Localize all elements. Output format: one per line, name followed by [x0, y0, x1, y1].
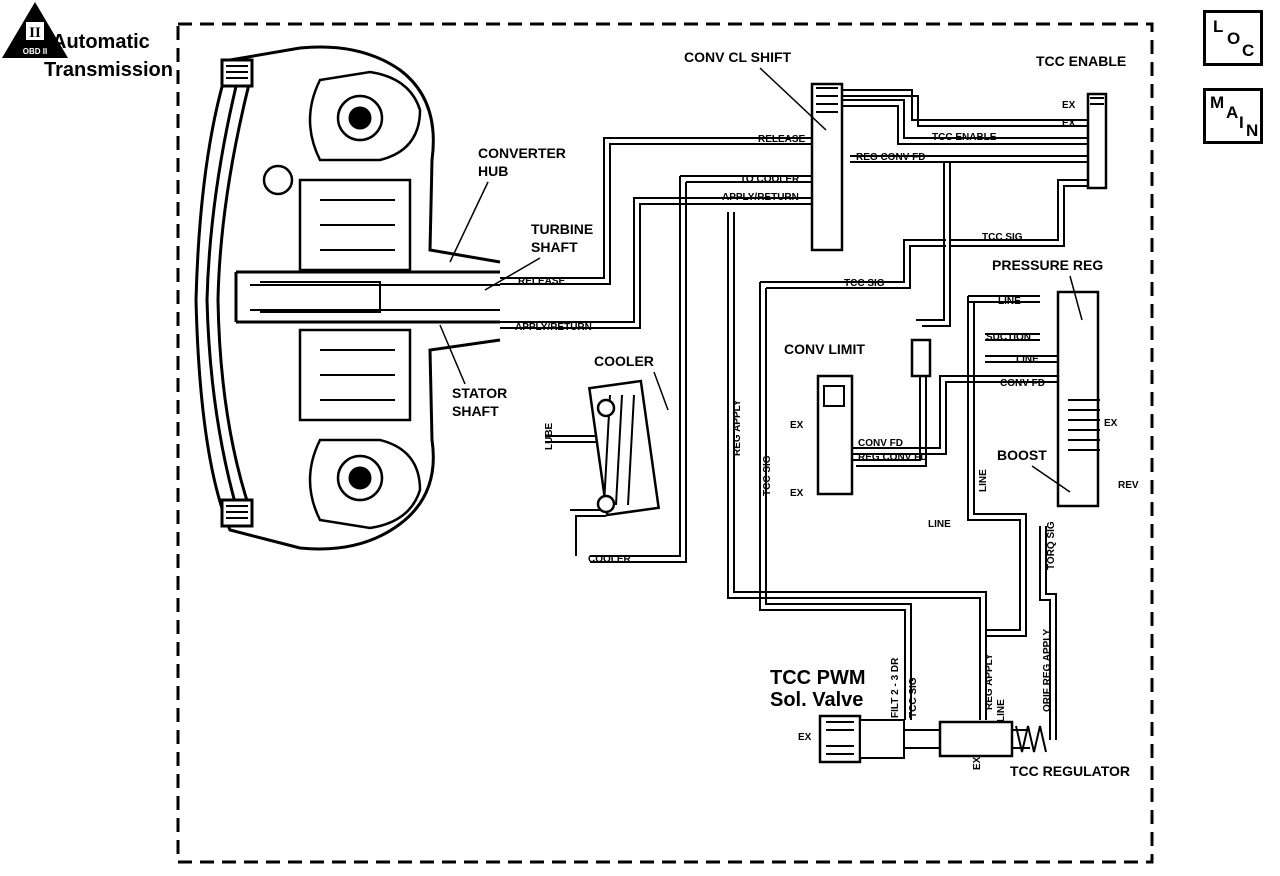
obd-label: OBD II: [23, 47, 47, 56]
cooler-label: COOLER: [594, 353, 654, 369]
torque-converter: [194, 45, 501, 551]
line-label-vert: LINE: [978, 469, 989, 492]
reg-apply-label-bottom: REG APPLY: [984, 653, 995, 710]
release-label-top: RELEASE: [758, 134, 806, 145]
tcc-sig-label-1: TCC SIG: [982, 232, 1023, 243]
loc-letter-c: C: [1242, 41, 1255, 60]
line-label-mid: LINE: [1016, 354, 1039, 365]
rev-label: REV: [1118, 480, 1139, 491]
title-line1: Automatic: [52, 31, 150, 53]
loc-button[interactable]: L O C: [1203, 10, 1263, 66]
line-label-top: LINE: [998, 296, 1021, 307]
apply-return-label-shaft: APPLY/RETURN: [515, 322, 592, 333]
cooler-line-label: COOLER: [588, 554, 632, 565]
main-letter-m: M: [1210, 93, 1225, 112]
conv-cl-shift-valve: [810, 82, 844, 252]
apply-return-label-top: APPLY/RETURN: [722, 192, 799, 203]
title-line2: Transmission: [44, 59, 173, 81]
ex-label-limit-1: EX: [790, 420, 804, 431]
tcc-pwm-label-1: TCC PWM: [770, 667, 866, 689]
line-label-bottom: LINE: [996, 699, 1007, 722]
stator-shaft-label-1: STATOR: [452, 385, 507, 401]
main-button[interactable]: M A I N: [1203, 88, 1263, 144]
suction-label: SUCTION: [986, 332, 1031, 343]
main-letter-i: I: [1239, 113, 1244, 132]
conv-limit-label: CONV LIMIT: [784, 341, 865, 357]
pressure-reg-label: PRESSURE REG: [992, 257, 1103, 273]
converter-hub-leader: [449, 181, 489, 263]
tcc-enable-label: TCC ENABLE: [1036, 53, 1126, 69]
conv-cl-shift-label: CONV CL SHIFT: [684, 49, 792, 65]
tcc-pwm-label-2: Sol. Valve: [770, 689, 863, 711]
reg-apply-label-vert: REG APPLY: [732, 399, 743, 456]
ex-label-enable-1: EX: [1062, 100, 1076, 111]
obd-numeral: II: [29, 25, 41, 41]
turbine-shaft-leader: [484, 257, 541, 291]
conv-fd-label-limit: CONV FD: [858, 438, 903, 449]
stator-shaft-leader: [439, 324, 466, 385]
ex-label-reg: EX: [1104, 418, 1118, 429]
release-label-shaft: RELEASE: [518, 276, 566, 287]
tcc-regulator-label: TCC REGULATOR: [1010, 763, 1130, 779]
ex-label-regulator: EX: [972, 756, 983, 770]
converter-hub-label-1: CONVERTER: [478, 145, 566, 161]
passage-labels: RELEASE TO COOLER APPLY/RETURN RELEASE A…: [515, 100, 1139, 770]
lube-label: LUBE: [544, 422, 555, 450]
tcc-sig-label-2: TCC SIG: [844, 278, 885, 289]
reg-conv-fd-label-top: REG CONV FD: [856, 152, 925, 163]
main-letter-a: A: [1226, 103, 1239, 122]
main-letter-n: N: [1246, 121, 1259, 140]
filt-2-3-dr-label: FILT 2 - 3 DR: [890, 657, 901, 718]
conv-fd-label-reg: CONV FD: [1000, 378, 1045, 389]
ex-label-limit-2: EX: [790, 488, 804, 499]
torq-sig-label: TORQ SIG: [1046, 521, 1057, 570]
cooler-unit: [587, 379, 661, 517]
tcc-sig-label-vert: TCC SIG: [762, 455, 773, 496]
valve-bodies: [587, 82, 1108, 764]
reg-conv-fd-label-limit: REG CONV FD: [858, 452, 927, 463]
ex-label-enable-2: EX: [1062, 118, 1076, 129]
obd-warning-icon: II OBD II: [2, 2, 68, 58]
tcc-sig-label-bottom: TCC SIG: [908, 677, 919, 718]
tcc-enable-valve: [1086, 92, 1108, 190]
transmission-boundary: [176, 22, 1154, 864]
boost-label: BOOST: [997, 447, 1047, 463]
fluid-passages: [500, 89, 1098, 749]
tcc-enable-passage-label: TCC ENABLE: [932, 132, 997, 143]
loc-letter-l: L: [1213, 17, 1224, 36]
turbine-shaft-label-2: SHAFT: [531, 239, 578, 255]
turbine-shaft-label-1: TURBINE: [531, 221, 593, 237]
obd-ii-button[interactable]: II OBD II: [0, 0, 70, 60]
loc-letter-o: O: [1227, 29, 1241, 48]
component-labels: CONV CL SHIFT TCC ENABLE PRESSURE REG CO…: [594, 49, 1130, 779]
to-cooler-label: TO COOLER: [740, 174, 800, 185]
stator-shaft-label-2: SHAFT: [452, 403, 499, 419]
tcc-regulator-valve: [938, 720, 1014, 758]
orif-reg-apply-label: ORIF REG APPLY: [1042, 629, 1053, 712]
line-label-lower: LINE: [928, 519, 951, 530]
ex-label-pwm: EX: [798, 732, 812, 743]
converter-hub-label-2: HUB: [478, 163, 508, 179]
